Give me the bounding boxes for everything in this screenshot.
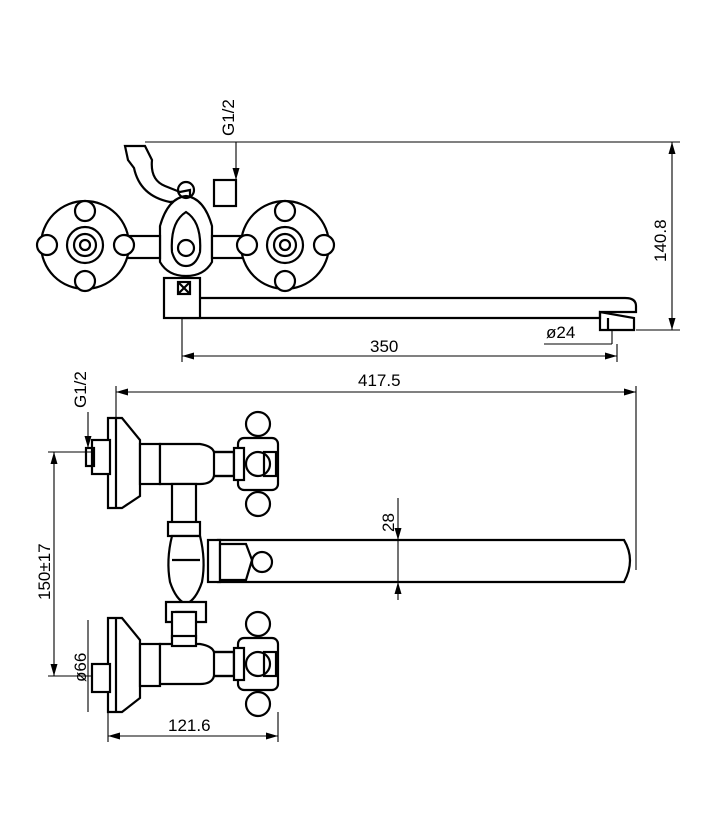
spout-thickness-label: 28	[379, 513, 398, 532]
side-view: G1/2 417.5 28 150±17 ø66 121.6	[35, 371, 637, 742]
side-upper-handle	[232, 410, 280, 518]
front-diverter-box	[162, 276, 202, 320]
spout-length-label: 350	[370, 337, 398, 356]
front-shower-outlet	[123, 144, 192, 204]
center-distance-label: 150±17	[35, 543, 54, 600]
front-left-handle	[35, 199, 136, 293]
front-spout	[180, 296, 638, 320]
side-diverter-body	[167, 534, 205, 606]
total-length-label: 417.5	[358, 371, 401, 390]
side-lower-handle	[232, 610, 280, 718]
front-inlet-label: G1/2	[219, 99, 238, 136]
side-spout	[216, 538, 632, 584]
front-height-label: 140.8	[651, 219, 670, 262]
front-view: G1/2 140.8 ø24 350	[35, 99, 680, 362]
outlet-diameter-label: ø24	[546, 323, 575, 342]
side-inlet-label: G1/2	[71, 371, 90, 408]
front-aerator	[598, 310, 636, 332]
body-depth-label: 121.6	[168, 716, 211, 735]
flange-diameter-label: ø66	[71, 653, 90, 682]
side-lower-flange	[106, 616, 142, 714]
front-central-body	[158, 194, 214, 278]
side-upper-flange	[106, 416, 142, 510]
front-right-handle	[235, 199, 336, 293]
